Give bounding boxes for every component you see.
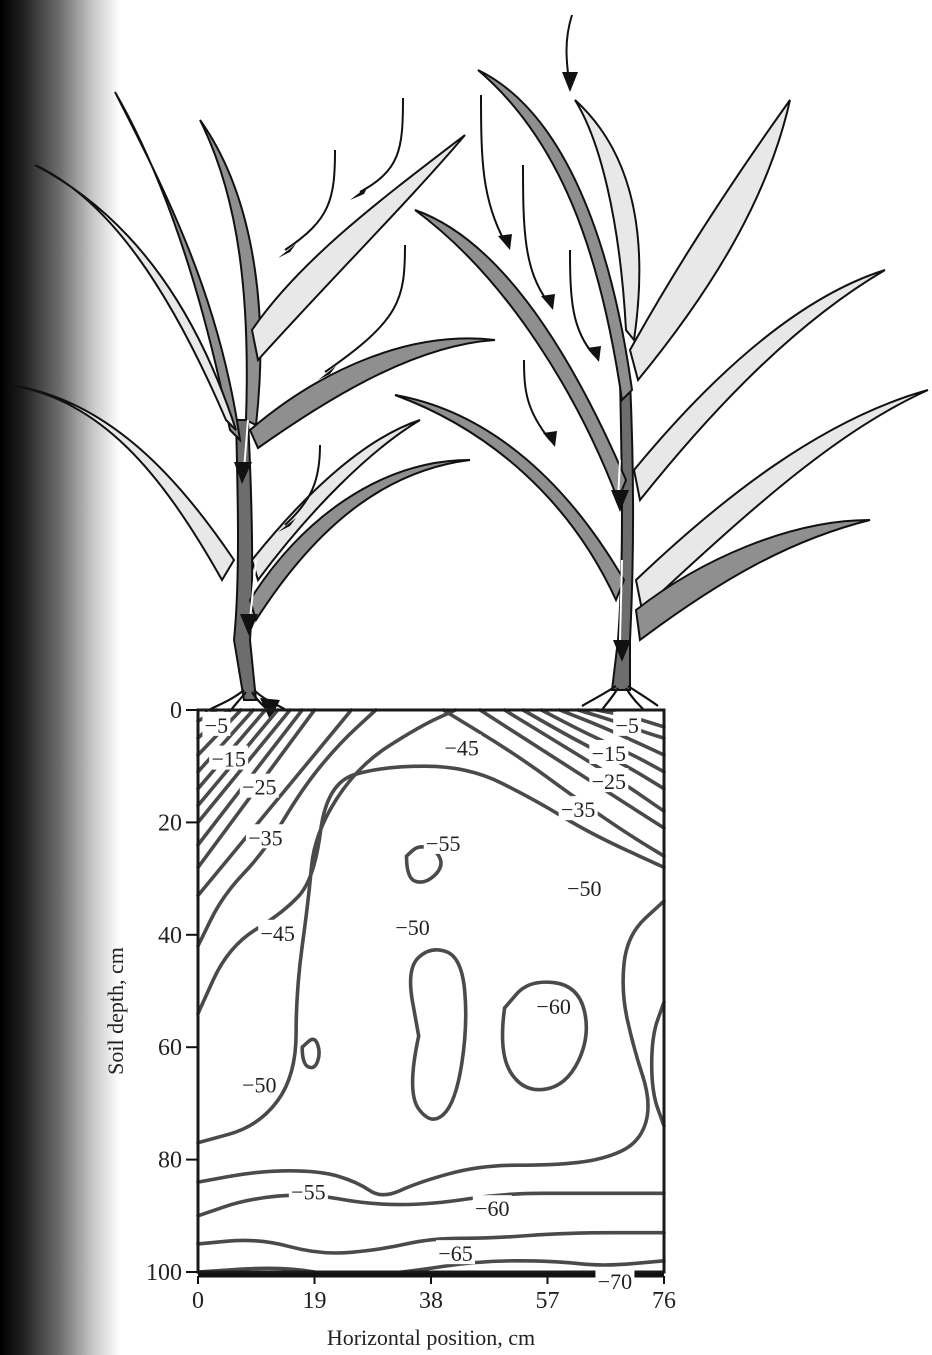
contour-label: −15 — [211, 747, 245, 772]
contour-label: −35 — [248, 825, 282, 850]
contour-line — [198, 1233, 664, 1253]
contour-label: −50 — [395, 915, 429, 940]
contour-labels: −5−15−25−35−45−50−55−45−55−50−60−60−65−7… — [202, 712, 641, 1294]
x-tick-label: 57 — [536, 1288, 560, 1314]
contour-line — [198, 1193, 664, 1216]
x-tick-label: 0 — [192, 1288, 204, 1314]
contour-label: −35 — [561, 797, 595, 822]
y-axis-ticks: 0 20 40 60 80 100 — [146, 698, 198, 1286]
x-tick-label: 38 — [419, 1288, 443, 1314]
x-axis-title: Horizontal position, cm — [327, 1325, 535, 1350]
contour-label: −65 — [438, 1241, 472, 1266]
y-axis-title: Soil depth, cm — [103, 947, 128, 1075]
contour-label: −60 — [475, 1196, 509, 1221]
contour-label: −5 — [205, 713, 228, 738]
contour-label: −60 — [536, 994, 570, 1019]
contour-label: −50 — [567, 876, 601, 901]
y-tick-label: 60 — [158, 1035, 182, 1061]
contour-label: −55 — [426, 831, 460, 856]
contour-label: −50 — [242, 1073, 276, 1098]
contour-ring — [302, 1039, 319, 1067]
y-tick-label: 40 — [158, 923, 182, 949]
contour-label: −70 — [598, 1269, 632, 1294]
contour-label: −55 — [291, 1179, 325, 1204]
contour-label: −45 — [444, 735, 478, 760]
contour-chart: 020406080100 019385776 −5−15−25−35−45−50… — [103, 698, 676, 1350]
y-tick-label: 80 — [158, 1148, 182, 1174]
y-tick-label: 20 — [158, 810, 182, 836]
contour-label: −5 — [615, 713, 638, 738]
contour-label: −25 — [592, 769, 626, 794]
contour-label: −25 — [242, 775, 276, 800]
x-tick-label: 19 — [303, 1288, 327, 1314]
y-tick-label: 100 — [146, 1260, 182, 1286]
contour-label: −15 — [592, 741, 626, 766]
contour-label: −45 — [260, 921, 294, 946]
contour-ring — [411, 950, 466, 1119]
x-tick-label: 76 — [652, 1288, 676, 1314]
y-tick-label: 0 — [170, 698, 182, 724]
corn-plants-illustration — [10, 15, 928, 720]
contour-ring — [652, 1002, 664, 1126]
